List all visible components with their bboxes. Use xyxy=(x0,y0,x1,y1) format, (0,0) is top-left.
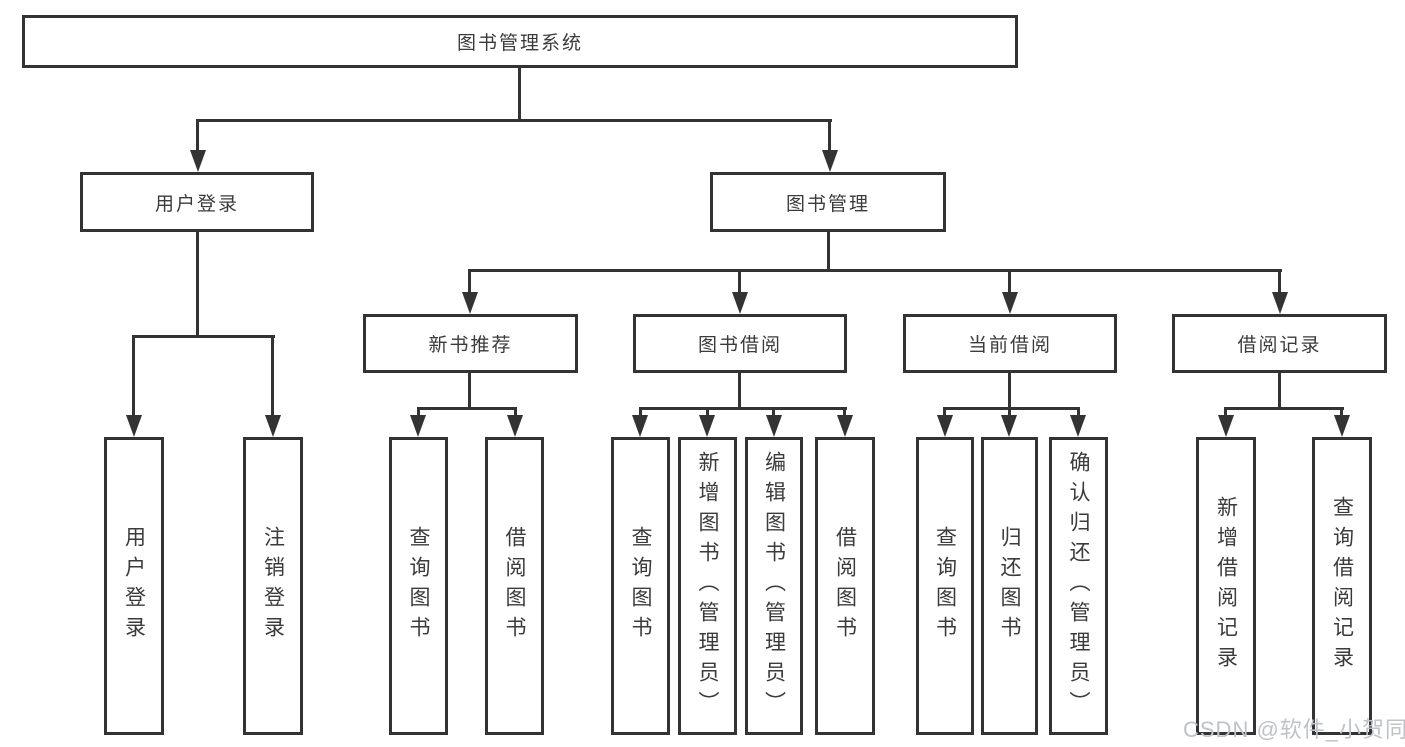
connector-vline xyxy=(1340,407,1343,417)
node-book-borrowing: 图书借阅 xyxy=(633,314,847,373)
arrowhead-down-icon xyxy=(937,415,953,437)
leaf-borrow-book-label: 借阅图书 xyxy=(833,526,857,646)
leaf-confirm-return-admin-label: 确认归还（管理员） xyxy=(1067,451,1090,721)
arrowhead-down-icon xyxy=(837,415,853,437)
leaf-user-login-label: 用户登录 xyxy=(122,526,146,646)
leaf-edit-book-admin-label: 编辑图书（管理员） xyxy=(762,451,786,721)
node-user-login-label: 用户登录 xyxy=(154,193,239,215)
leaf-query-books-recommend: 查询图书 xyxy=(389,437,448,735)
leaf-add-book-admin-label: 新增图书（管理员） xyxy=(696,451,719,721)
leaf-return-book: 归还图书 xyxy=(981,437,1038,735)
arrowhead-down-icon xyxy=(632,415,648,437)
leaf-query-books-borrowing-label: 查询图书 xyxy=(629,526,652,646)
node-user-login: 用户登录 xyxy=(80,172,314,232)
leaf-query-books-borrowing: 查询图书 xyxy=(611,437,670,735)
node-current-borrowing: 当前借阅 xyxy=(903,314,1117,373)
arrowhead-down-icon xyxy=(190,150,206,172)
arrowhead-down-icon xyxy=(1070,415,1086,437)
connector-vline xyxy=(132,335,135,416)
leaf-user-login: 用户登录 xyxy=(104,437,164,735)
arrowhead-down-icon xyxy=(1001,415,1017,437)
connector-hline xyxy=(1224,407,1344,410)
connector-vline xyxy=(843,407,846,417)
connector-vline xyxy=(1278,269,1281,294)
connector-hline xyxy=(468,269,1282,272)
connector-vline xyxy=(738,269,741,294)
node-current-borrowing-label: 当前借阅 xyxy=(967,335,1052,356)
leaf-edit-book-admin: 编辑图书（管理员） xyxy=(745,437,803,735)
connector-hline xyxy=(417,407,517,410)
connector-vline xyxy=(772,407,775,417)
connector-vline xyxy=(943,407,946,417)
node-book-borrowing-label: 图书借阅 xyxy=(697,335,782,356)
connector-vline xyxy=(1008,407,1011,417)
arrowhead-down-icon xyxy=(410,415,426,437)
arrowhead-down-icon xyxy=(126,415,142,437)
leaf-query-books-recommend-label: 查询图书 xyxy=(407,526,430,646)
leaf-borrow-book-recommend: 借阅图书 xyxy=(485,437,544,735)
leaf-add-book-admin: 新增图书（管理员） xyxy=(678,437,737,735)
arrowhead-down-icon xyxy=(699,415,715,437)
leaf-add-borrow-record: 新增借阅记录 xyxy=(1196,437,1256,735)
connector-vline xyxy=(1077,407,1080,417)
connector-hline xyxy=(943,407,1080,410)
connector-vline xyxy=(639,407,642,417)
connector-vline xyxy=(417,407,420,417)
leaf-query-books-current: 查询图书 xyxy=(916,437,974,735)
connector-hline xyxy=(639,407,847,410)
arrowhead-down-icon xyxy=(766,415,782,437)
node-library-management-system-label: 图书管理系统 xyxy=(456,33,583,54)
connector-vline xyxy=(1278,373,1281,410)
csdn-watermark: CSDN @软件_小贺同学 xyxy=(1183,717,1405,742)
connector-vline xyxy=(828,119,831,153)
node-library-management-system: 图书管理系统 xyxy=(22,15,1018,68)
leaf-logout-label: 注销登录 xyxy=(261,526,285,646)
connector-vline xyxy=(271,335,274,416)
leaf-query-books-current-label: 查询图书 xyxy=(933,526,957,646)
node-new-book-recommend-label: 新书推荐 xyxy=(428,335,513,356)
arrowhead-down-icon xyxy=(265,415,281,437)
arrowhead-down-icon xyxy=(822,150,838,172)
leaf-query-borrow-record-label: 查询借阅记录 xyxy=(1330,496,1354,676)
leaf-borrow-book-recommend-label: 借阅图书 xyxy=(503,526,526,646)
connector-hline xyxy=(196,119,832,122)
connector-vline xyxy=(518,66,521,121)
leaf-confirm-return-admin: 确认归还（管理员） xyxy=(1049,437,1108,735)
connector-vline xyxy=(1008,373,1011,410)
leaf-borrow-book: 借阅图书 xyxy=(815,437,875,735)
node-new-book-recommend: 新书推荐 xyxy=(363,314,578,373)
leaf-add-borrow-record-label: 新增借阅记录 xyxy=(1214,496,1238,676)
connector-hline xyxy=(132,335,275,338)
node-borrowing-records-label: 借阅记录 xyxy=(1237,335,1322,356)
connector-vline xyxy=(196,232,199,338)
arrowhead-down-icon xyxy=(462,292,478,314)
leaf-return-book-label: 归还图书 xyxy=(998,526,1021,646)
node-book-management-label: 图书管理 xyxy=(785,193,870,215)
connector-vline xyxy=(738,373,741,410)
arrowhead-down-icon xyxy=(1272,292,1288,314)
connector-vline xyxy=(706,407,709,417)
connector-vline xyxy=(1008,269,1011,294)
leaf-logout: 注销登录 xyxy=(243,437,303,735)
node-borrowing-records: 借阅记录 xyxy=(1172,314,1387,373)
node-book-management: 图书管理 xyxy=(710,172,946,232)
arrowhead-down-icon xyxy=(732,292,748,314)
connector-vline xyxy=(514,407,517,417)
connector-vline xyxy=(827,232,830,272)
connector-vline xyxy=(1224,407,1227,417)
connector-vline xyxy=(468,269,471,294)
connector-vline xyxy=(196,119,199,153)
arrowhead-down-icon xyxy=(507,415,523,437)
leaf-query-borrow-record: 查询借阅记录 xyxy=(1312,437,1372,735)
arrowhead-down-icon xyxy=(1002,292,1018,314)
connector-vline xyxy=(468,373,471,410)
arrowhead-down-icon xyxy=(1334,415,1350,437)
arrowhead-down-icon xyxy=(1218,415,1234,437)
